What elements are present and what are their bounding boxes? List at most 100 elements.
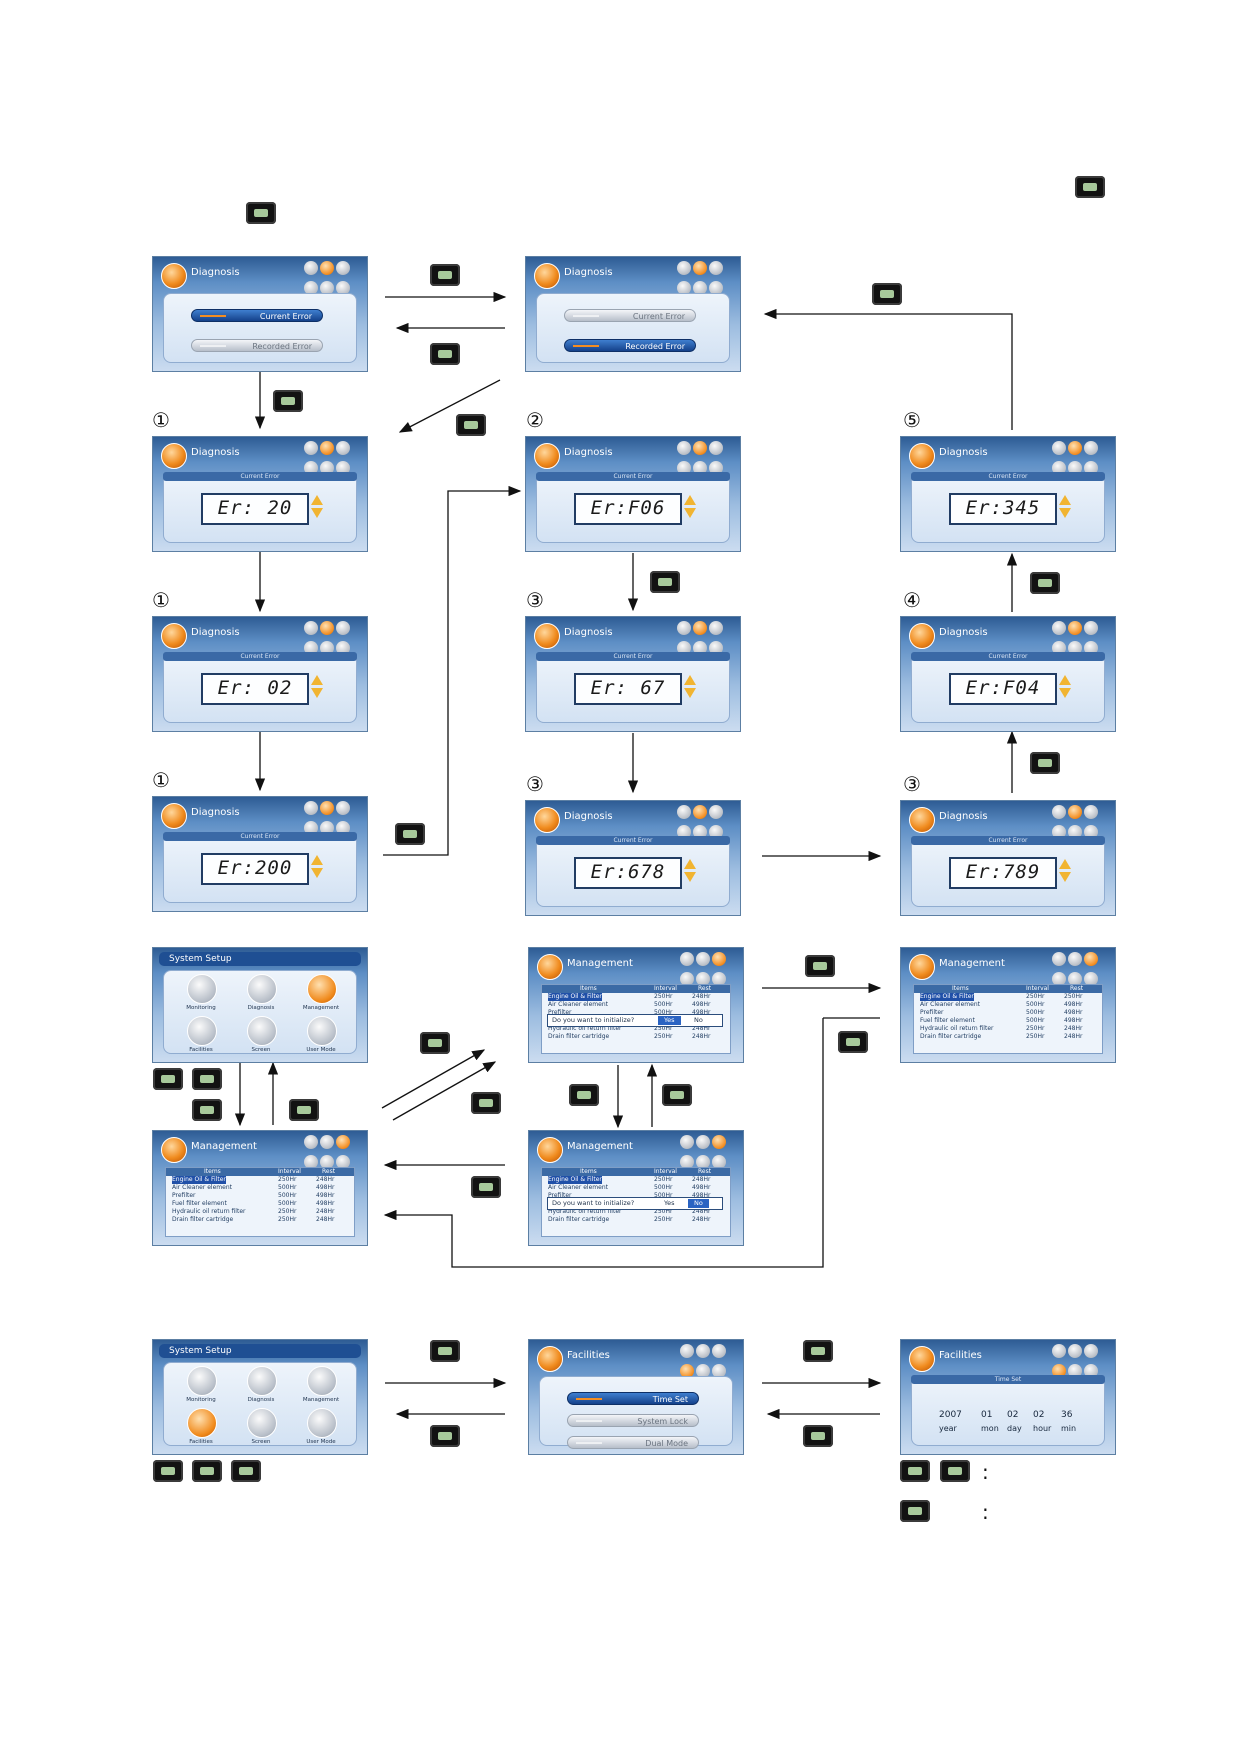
monitoring-icon[interactable]: [187, 974, 217, 1004]
up-down-arrow-icon[interactable]: [311, 495, 323, 519]
facilities-icon[interactable]: [187, 1016, 217, 1046]
screen-icon[interactable]: [247, 1408, 277, 1438]
management-logo-icon: [537, 954, 563, 980]
col-items: Items: [952, 985, 969, 992]
step-marker: ②: [526, 408, 544, 432]
up-down-arrow-icon[interactable]: [684, 675, 696, 699]
recorded-error-button[interactable]: Recorded Error: [191, 339, 323, 352]
col-rest: Rest: [698, 985, 712, 992]
up-down-arrow-icon[interactable]: [1059, 495, 1071, 519]
col-items: Items: [580, 1168, 597, 1175]
error-code-display: Er: 20: [201, 493, 309, 525]
monitoring-icon[interactable]: [187, 1366, 217, 1396]
time-value[interactable]: 01: [981, 1410, 993, 1420]
time-value[interactable]: 02: [1007, 1410, 1019, 1420]
screen-title: System Setup: [159, 1344, 361, 1358]
item-rest: 248Hr: [692, 1025, 711, 1032]
yes-button[interactable]: Yes: [664, 1199, 675, 1207]
time-set-button[interactable]: Time Set: [567, 1392, 699, 1405]
up-down-arrow-icon[interactable]: [684, 859, 696, 883]
error-code-display: Er: 02: [201, 673, 309, 705]
dual-mode-button[interactable]: Dual Mode: [567, 1436, 699, 1449]
diagnosis-logo-icon: [161, 623, 187, 649]
management-icon[interactable]: [307, 974, 337, 1004]
key-icon: [246, 202, 276, 224]
recorded-error-button[interactable]: Recorded Error: [564, 339, 696, 352]
no-button[interactable]: No: [688, 1199, 709, 1208]
colon-label: :: [982, 1500, 989, 1524]
icon-label: Management: [302, 1005, 340, 1011]
key-icon: [805, 955, 835, 977]
up-down-arrow-icon[interactable]: [1059, 675, 1071, 699]
item-rest: 498Hr: [692, 1184, 711, 1191]
screen-icon[interactable]: [247, 1016, 277, 1046]
item-interval: 500Hr: [1026, 1001, 1045, 1008]
diagnosis-icon[interactable]: [247, 1366, 277, 1396]
no-button[interactable]: No: [694, 1016, 703, 1024]
management-logo-icon: [537, 1137, 563, 1163]
item-interval: 500Hr: [1026, 1009, 1045, 1016]
error-code-display: Er: 67: [574, 673, 682, 705]
key-icon: [231, 1460, 261, 1482]
item-rest: 248Hr: [316, 1176, 335, 1183]
col-interval: Interval: [278, 1168, 301, 1175]
time-value[interactable]: 36: [1061, 1410, 1073, 1420]
key-icon: [1030, 572, 1060, 594]
up-down-arrow-icon[interactable]: [684, 495, 696, 519]
icon-label: User Mode: [306, 1439, 336, 1445]
user-mode-icon[interactable]: [307, 1408, 337, 1438]
key-icon: [395, 823, 425, 845]
up-down-arrow-icon[interactable]: [311, 855, 323, 879]
status-icons: [676, 259, 734, 297]
item-name: Prefilter: [920, 1009, 944, 1016]
user-mode-icon[interactable]: [307, 1016, 337, 1046]
time-value[interactable]: 2007: [939, 1410, 962, 1420]
current-error-header: Current Error: [536, 836, 730, 845]
management-icon[interactable]: [307, 1366, 337, 1396]
up-down-arrow-icon[interactable]: [1059, 859, 1071, 883]
current-error-button[interactable]: Current Error: [564, 309, 696, 322]
col-rest: Rest: [1070, 985, 1084, 992]
dialog-text: Do you want to initialize?: [552, 1199, 635, 1207]
system-lock-button[interactable]: System Lock: [567, 1414, 699, 1427]
up-down-arrow-icon[interactable]: [311, 675, 323, 699]
screen-title: Management: [567, 1141, 633, 1152]
yes-button[interactable]: Yes: [658, 1016, 681, 1025]
screen-title: Diagnosis: [939, 811, 988, 822]
screen-title: Diagnosis: [191, 267, 240, 278]
facilities-icon[interactable]: [187, 1408, 217, 1438]
item-rest: 498Hr: [692, 1001, 711, 1008]
current-error-button[interactable]: Current Error: [191, 309, 323, 322]
item-name: Engine Oil & Filter: [548, 993, 602, 1001]
icon-label: Screen: [251, 1047, 271, 1053]
time-value[interactable]: 02: [1033, 1410, 1045, 1420]
diagnosis-icon[interactable]: [247, 974, 277, 1004]
icon-label: Screen: [251, 1439, 271, 1445]
